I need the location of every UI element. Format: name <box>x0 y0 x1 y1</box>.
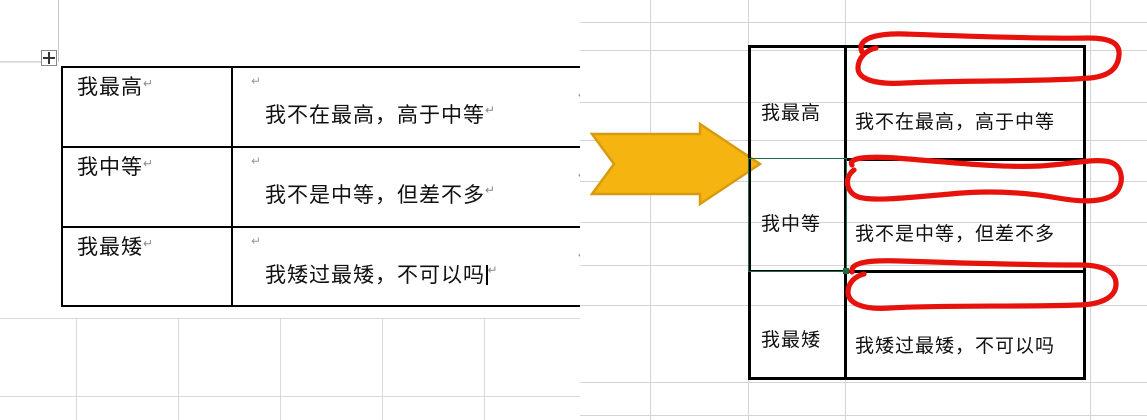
word-cell-label-2[interactable]: 我中等↵ <box>63 148 233 226</box>
word-guide-hline-2 <box>0 62 42 63</box>
word-table-row-divider-1 <box>63 146 580 148</box>
excel-table-border-bottom <box>748 377 1086 380</box>
word-cell-label-1[interactable]: 我最高↵ <box>63 68 233 146</box>
excel-gridline-h <box>580 222 1147 223</box>
word-table-column-divider <box>231 68 233 305</box>
excel-table-border-left <box>748 45 751 380</box>
excel-gridline-v <box>650 0 651 420</box>
excel-gridline-h <box>580 140 1147 141</box>
word-label-text-1: 我最高 <box>77 75 143 99</box>
text-caret <box>486 265 488 285</box>
right-block-arrow-icon <box>589 121 763 207</box>
paragraph-mark-icon: ↵ <box>143 236 154 251</box>
excel-cell-sentence-3[interactable]: 我矮过最矮，不可以吗 <box>847 273 1083 377</box>
paragraph-mark-icon: ↵ <box>251 154 262 168</box>
word-blank-line-2: ↵ <box>247 152 580 176</box>
excel-gridline-h <box>580 382 1147 383</box>
word-bottom-gridline-2 <box>0 396 580 397</box>
excel-table-border-right <box>1083 45 1086 380</box>
word-bottom-vline-1 <box>76 318 77 420</box>
word-sentence-text-3: 我矮过最矮，不可以吗 <box>265 263 485 287</box>
word-bottom-vline-3 <box>280 318 281 420</box>
paragraph-mark-icon: ↵ <box>485 103 497 117</box>
word-sentence-text-1: 我不在最高，高于中等 <box>265 103 485 127</box>
excel-cell-label-3[interactable]: 我最矮 <box>751 273 844 377</box>
word-cell-label-3[interactable]: 我最矮↵ <box>63 228 233 305</box>
paragraph-mark-icon: ↵ <box>485 183 497 197</box>
word-label-text-3: 我最矮 <box>77 235 143 259</box>
word-bottom-vline-2 <box>178 318 179 420</box>
excel-cell-selection-border[interactable] <box>748 158 847 272</box>
excel-label-text-1: 我最高 <box>761 103 822 124</box>
excel-sentence-text-2: 我不是中等，但差不多 <box>855 224 1056 245</box>
word-blank-line-3: ↵ <box>247 232 580 256</box>
word-guide-hline <box>0 61 42 62</box>
excel-cell-sentence-2[interactable]: 我不是中等，但差不多 <box>847 161 1083 270</box>
excel-cell-label-2[interactable]: 我中等 <box>751 161 844 270</box>
word-cell-sentence-2[interactable]: ↵ 我不是中等，但差不多↵ <box>235 148 580 226</box>
word-label-text-2: 我中等 <box>77 155 143 179</box>
excel-gridline-h <box>580 415 1147 416</box>
excel-gridline-h <box>580 22 1147 23</box>
word-cell-sentence-1[interactable]: ↵ 我不在最高，高于中等↵ <box>235 68 580 146</box>
word-guide-vline <box>58 0 59 62</box>
table-move-handle-icon[interactable] <box>41 50 57 66</box>
excel-sentence-text-3: 我矮过最矮，不可以吗 <box>855 336 1056 357</box>
excel-table-column-divider <box>844 45 847 380</box>
word-sentence-line-1: 我不在最高，高于中等↵ <box>247 96 580 129</box>
word-bottom-vline-4 <box>382 318 383 420</box>
paragraph-mark-icon: ↵ <box>143 76 154 91</box>
arrow-svg <box>589 121 763 207</box>
paragraph-mark-icon: ↵ <box>143 156 154 171</box>
excel-gridline-v <box>1090 0 1091 420</box>
excel-label-text-2: 我中等 <box>761 214 822 235</box>
word-document-pane: 我最高↵ ↵ 我不在最高，高于中等↵ 我中等↵ ↵ 我不是中等，但差不多↵ 我最… <box>0 0 580 420</box>
excel-gridline-h <box>580 102 1147 103</box>
word-sentence-text-2: 我不是中等，但差不多 <box>265 183 485 207</box>
word-bottom-vline-5 <box>484 318 485 420</box>
word-cell-sentence-3[interactable]: ↵ 我矮过最矮，不可以吗↵ <box>235 228 580 305</box>
word-table[interactable]: 我最高↵ ↵ 我不在最高，高于中等↵ 我中等↵ ↵ 我不是中等，但差不多↵ 我最… <box>61 66 580 307</box>
excel-cell-label-1[interactable]: 我最高 <box>751 48 844 158</box>
excel-table[interactable]: 我最高 我不在最高，高于中等 我中等 我不是中等，但差不多 我最矮 我矮过最矮，… <box>748 45 1086 380</box>
word-blank-line-1: ↵ <box>247 72 580 96</box>
word-table-row-divider-2 <box>63 226 580 228</box>
word-sentence-line-3: 我矮过最矮，不可以吗↵ <box>247 256 580 289</box>
excel-label-text-3: 我最矮 <box>761 330 822 351</box>
word-sentence-line-2: 我不是中等，但差不多↵ <box>247 176 580 209</box>
excel-cell-sentence-1[interactable]: 我不在最高，高于中等 <box>847 48 1083 158</box>
paragraph-mark-icon: ↵ <box>251 74 262 88</box>
excel-sentence-text-1: 我不在最高，高于中等 <box>855 112 1056 133</box>
paragraph-mark-icon: ↵ <box>251 234 262 248</box>
paragraph-mark-icon: ↵ <box>487 263 499 277</box>
excel-fill-handle[interactable] <box>843 268 849 274</box>
word-bottom-gridline <box>0 318 580 319</box>
